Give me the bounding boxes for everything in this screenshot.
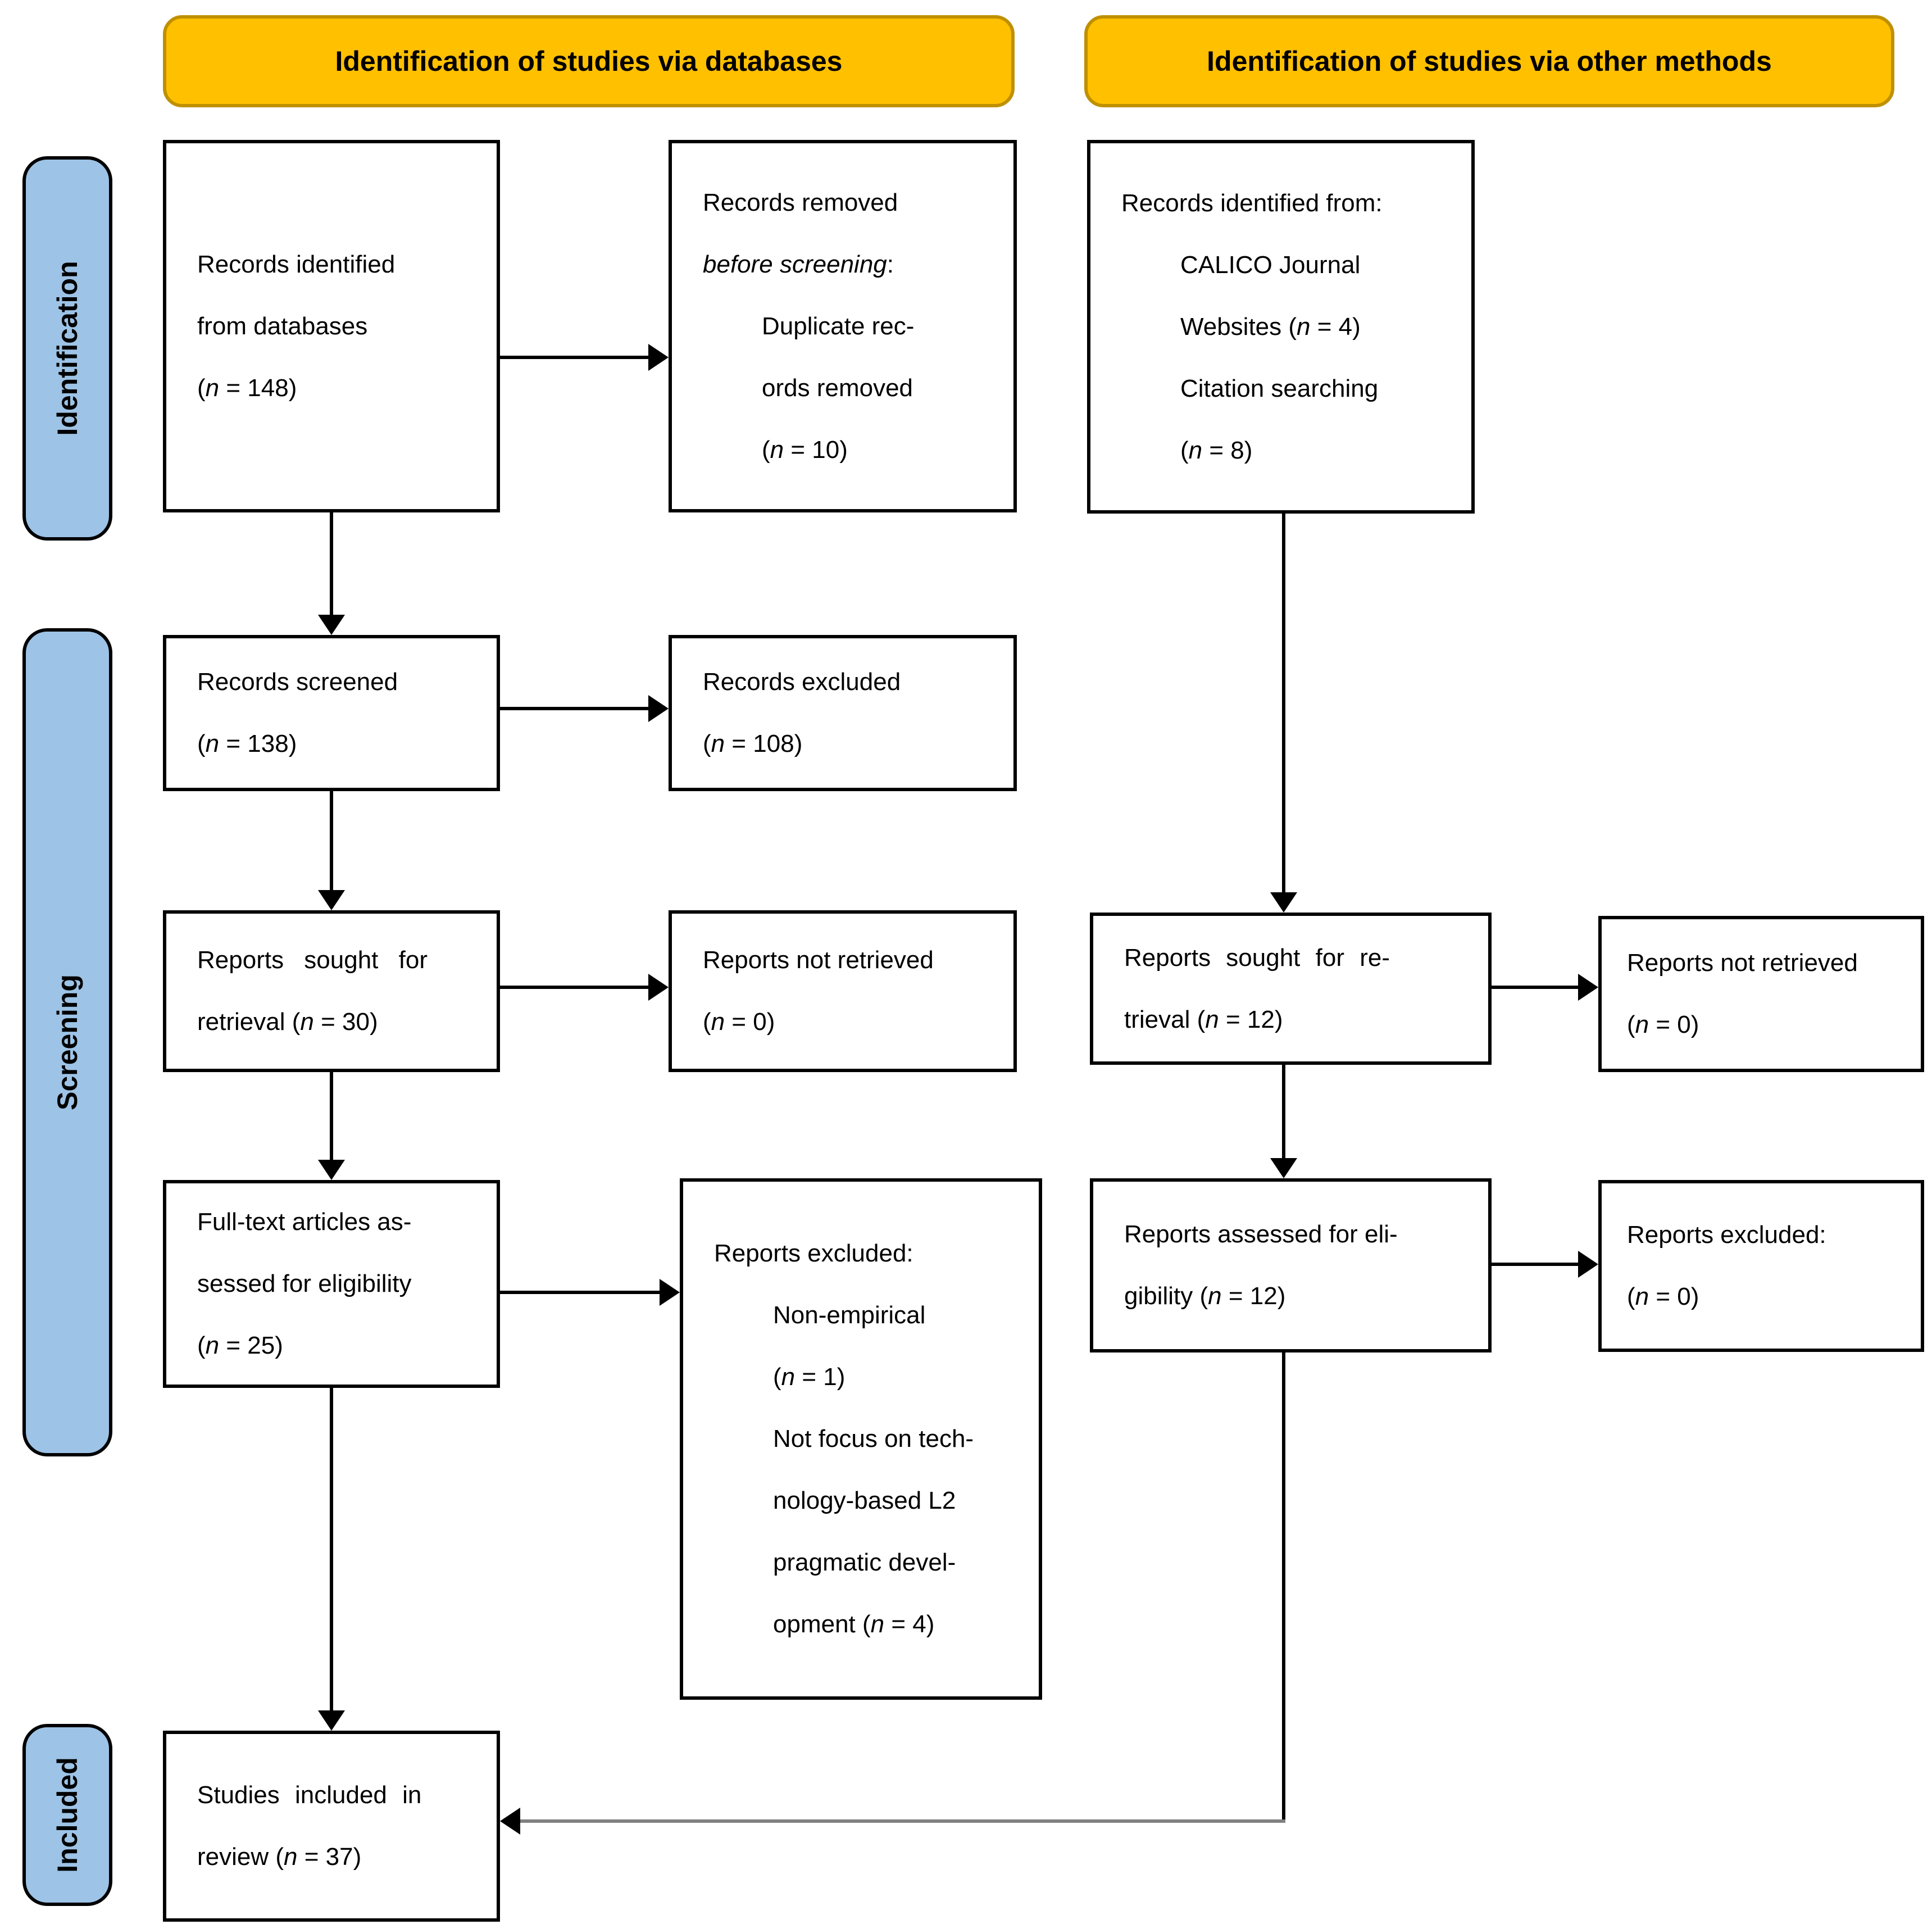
arrowhead-right-icon xyxy=(648,344,669,371)
stage-label-included: Included xyxy=(22,1724,112,1906)
box-text-line: Reports excluded: xyxy=(1627,1221,1826,1249)
flow-line xyxy=(500,986,649,989)
flow-line xyxy=(1492,986,1578,989)
box-text-line: opment (n = 4) xyxy=(773,1610,935,1638)
flow-line xyxy=(1492,1263,1578,1266)
flow-line-gray xyxy=(520,1819,1285,1823)
box-text-line: before screening: xyxy=(703,250,894,278)
box-text-line: Full-text articles as- xyxy=(197,1208,412,1236)
flow-line xyxy=(500,1291,661,1294)
box-text-line: trieval (n = 12) xyxy=(1124,1005,1283,1033)
box-text-line: Reports excluded: xyxy=(714,1240,913,1267)
flow-line xyxy=(1282,1352,1285,1821)
box-text-line: retrieval (n = 30) xyxy=(197,1008,378,1036)
box-text-line: Websites (n = 4) xyxy=(1180,312,1361,341)
box-records-screened: Records screened (n = 138) xyxy=(163,635,500,791)
box-reports-assessed-other: Reports assessed for eli- gibility (n = … xyxy=(1090,1178,1492,1352)
flow-line xyxy=(1282,514,1285,892)
box-text-line: Records removed xyxy=(703,188,898,216)
box-fulltext-assessed: Full-text articles as- sessed for eligib… xyxy=(163,1180,500,1388)
box-text-line: (n = 10) xyxy=(762,435,848,464)
box-text-line: Reports not retrieved xyxy=(703,946,934,974)
box-text-line: (n = 25) xyxy=(197,1332,283,1359)
box-text-line: gibility (n = 12) xyxy=(1124,1282,1286,1310)
arrowhead-right-icon xyxy=(648,695,669,722)
box-text-line: Not focus on tech- xyxy=(773,1425,974,1453)
box-records-excluded: Records excluded (n = 108) xyxy=(669,635,1017,791)
stage-label-screening: Screening xyxy=(22,628,112,1456)
box-text-line: Records identified from: xyxy=(1121,189,1383,217)
box-text-line: Reports sought for xyxy=(197,946,428,974)
box-records-removed-before-screening: Records removed before screening: Duplic… xyxy=(669,140,1017,512)
box-text-line: Non-empirical xyxy=(773,1301,926,1329)
box-text-line: (n = 138) xyxy=(197,730,297,757)
box-reports-sought-databases: Reports sought for retrieval (n = 30) xyxy=(163,910,500,1072)
flow-line xyxy=(1282,1065,1285,1158)
box-text-line: (n = 108) xyxy=(703,730,803,757)
box-studies-included: Studies included in review (n = 37) xyxy=(163,1731,500,1922)
box-text-line: Reports sought for re- xyxy=(1124,943,1390,972)
box-text-line: (n = 1) xyxy=(773,1363,845,1391)
stage-label-included-text: Included xyxy=(52,1757,83,1873)
arrowhead-right-icon xyxy=(1578,974,1598,1001)
flow-line xyxy=(500,707,649,710)
box-text-line: ords removed xyxy=(762,374,913,402)
box-text-line: Duplicate rec- xyxy=(762,312,915,340)
arrowhead-left-icon xyxy=(500,1808,520,1835)
flow-line xyxy=(330,791,333,890)
box-text-line: Reports assessed for eli- xyxy=(1124,1220,1398,1248)
box-reports-sought-other: Reports sought for re- trieval (n = 12) xyxy=(1090,913,1492,1065)
arrowhead-down-icon xyxy=(318,890,345,910)
flow-line xyxy=(330,1072,333,1160)
box-reports-not-retrieved-databases: Reports not retrieved (n = 0) xyxy=(669,910,1017,1072)
box-reports-excluded-reasons: Reports excluded: Non-empirical (n = 1) … xyxy=(680,1178,1042,1700)
box-text-line: Reports not retrieved xyxy=(1627,949,1858,977)
banner-other-methods: Identification of studies via other meth… xyxy=(1084,15,1894,107)
box-records-identified-other: Records identified from: CALICO Journal … xyxy=(1087,140,1475,514)
arrowhead-right-icon xyxy=(660,1279,680,1306)
banner-databases-label: Identification of studies via databases xyxy=(335,46,843,77)
flow-line xyxy=(500,356,649,359)
box-text-line: Citation searching xyxy=(1180,374,1379,402)
stage-label-identification-text: Identification xyxy=(52,261,83,436)
flow-line xyxy=(330,1388,333,1710)
box-text-line: (n = 0) xyxy=(703,1008,775,1036)
box-text-line: from databases xyxy=(197,312,368,340)
arrowhead-down-icon xyxy=(1270,892,1297,913)
box-text-line: pragmatic devel- xyxy=(773,1549,956,1576)
box-text-line: CALICO Journal xyxy=(1180,251,1361,279)
box-records-identified-databases: Records identified from databases (n = 1… xyxy=(163,140,500,512)
arrowhead-down-icon xyxy=(318,1160,345,1180)
box-text-line: nology-based L2 xyxy=(773,1487,956,1514)
box-text-line: sessed for eligibility xyxy=(197,1270,412,1297)
banner-other-methods-label: Identification of studies via other meth… xyxy=(1207,46,1772,77)
arrowhead-down-icon xyxy=(318,615,345,635)
box-text-line: (n = 8) xyxy=(1180,436,1253,464)
box-reports-not-retrieved-other: Reports not retrieved (n = 0) xyxy=(1598,916,1924,1072)
box-text-line: (n = 0) xyxy=(1627,1011,1699,1038)
arrowhead-down-icon xyxy=(318,1710,345,1731)
box-text-line: Records identified xyxy=(197,250,396,278)
box-reports-excluded-other: Reports excluded: (n = 0) xyxy=(1598,1180,1924,1352)
stage-label-identification: Identification xyxy=(22,156,112,541)
arrowhead-right-icon xyxy=(648,974,669,1001)
box-text-line: Studies included in xyxy=(197,1781,422,1809)
arrowhead-right-icon xyxy=(1578,1251,1598,1278)
box-text-line: (n = 0) xyxy=(1627,1283,1699,1310)
arrowhead-down-icon xyxy=(1270,1158,1297,1178)
box-text-line: Records screened xyxy=(197,668,398,696)
box-text-line: review (n = 37) xyxy=(197,1843,362,1871)
box-text-line: (n = 148) xyxy=(197,374,297,402)
flow-line xyxy=(330,512,333,615)
box-text-line: Records excluded xyxy=(703,668,901,696)
banner-databases: Identification of studies via databases xyxy=(163,15,1015,107)
stage-label-screening-text: Screening xyxy=(52,974,83,1110)
